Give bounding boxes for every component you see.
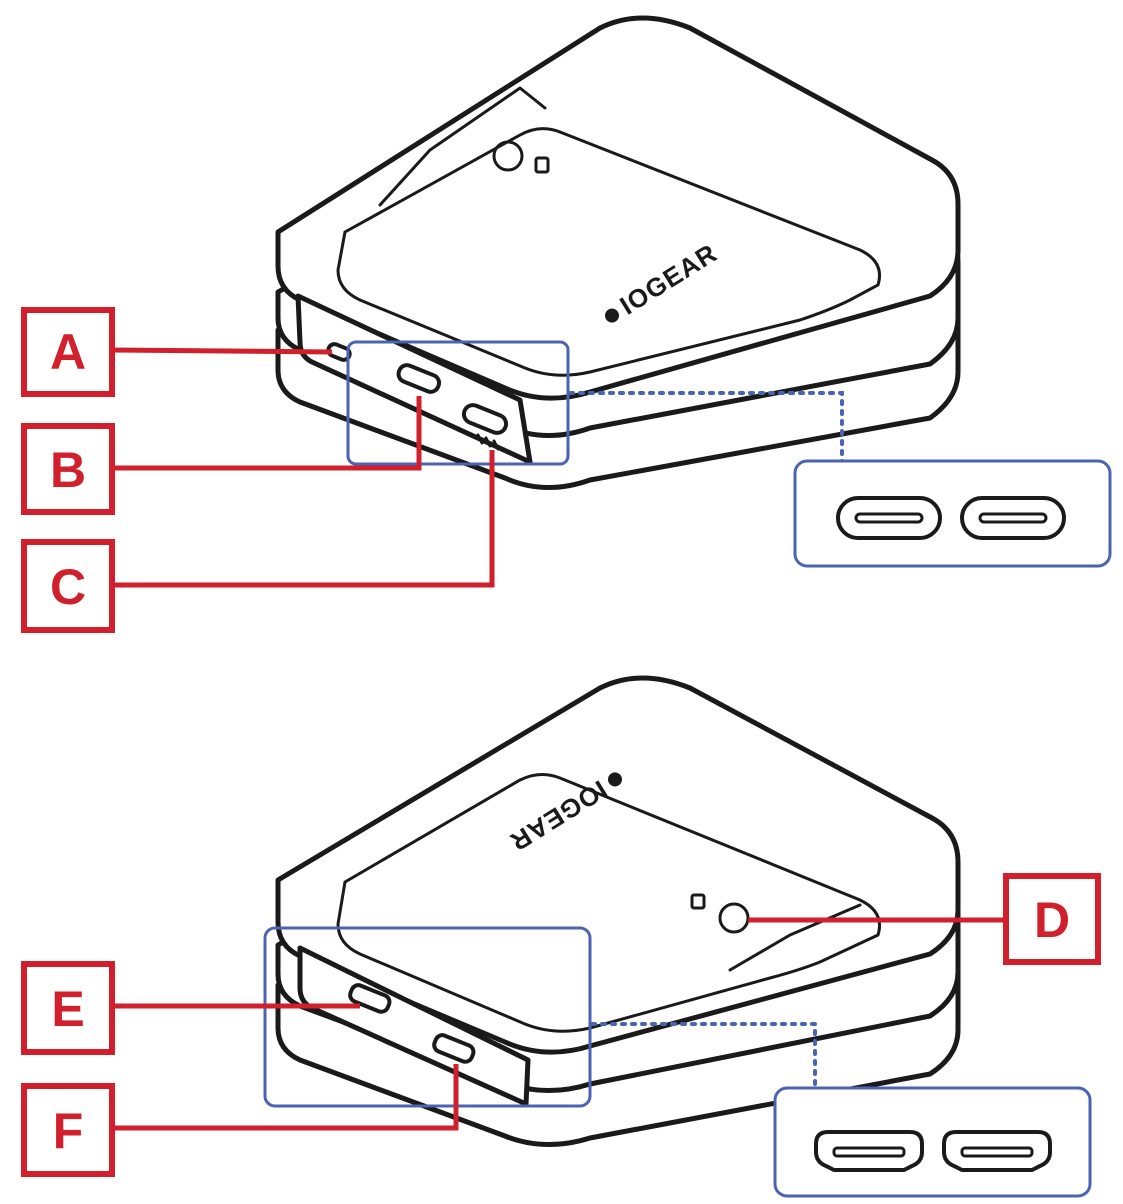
callout-d: D bbox=[748, 873, 1101, 965]
top-zoom-leader bbox=[568, 391, 844, 464]
callout-e: E bbox=[21, 961, 360, 1055]
hdmi-port-tongue bbox=[832, 1146, 906, 1158]
top-device-panel bbox=[336, 127, 881, 377]
usb-c-port-icon bbox=[836, 496, 942, 540]
bottom-device: IOGEAR bbox=[275, 675, 961, 1147]
port-e bbox=[348, 983, 392, 1014]
top-device: IOGEAR bbox=[275, 15, 961, 490]
callout-d-label: D bbox=[1034, 892, 1070, 948]
hdmi-port-tongue bbox=[960, 1146, 1034, 1158]
callout-f: F bbox=[21, 1064, 459, 1177]
top-zoom-frame bbox=[346, 340, 570, 466]
bottom-device-notch bbox=[728, 903, 862, 972]
callout-b: B bbox=[21, 396, 422, 515]
top-inset-ports bbox=[836, 496, 1066, 540]
callout-a-label: A bbox=[50, 324, 86, 380]
port-c-vent-icon bbox=[476, 433, 500, 451]
port-f bbox=[432, 1033, 476, 1064]
power-button-icon bbox=[690, 893, 706, 910]
top-status-light bbox=[492, 140, 524, 172]
usb-c-port-tongue bbox=[854, 512, 924, 524]
callout-c-label: C bbox=[50, 559, 86, 615]
top-brand-logo-icon bbox=[605, 308, 620, 323]
callout-f-box bbox=[21, 1083, 115, 1177]
callout-e-box bbox=[21, 961, 115, 1055]
hdmi-port-icon bbox=[942, 1130, 1052, 1172]
callout-d-box bbox=[1003, 873, 1101, 965]
callout-a-line bbox=[111, 347, 333, 355]
callout-c-box bbox=[21, 539, 115, 633]
usb-c-port-icon bbox=[960, 496, 1066, 540]
top-device-notch bbox=[378, 86, 547, 207]
callout-b-label: B bbox=[50, 442, 86, 498]
top-status-icon bbox=[534, 156, 550, 174]
hdmi-port-icon bbox=[814, 1130, 924, 1172]
port-b bbox=[396, 363, 442, 394]
callout-f-label: F bbox=[53, 1103, 84, 1159]
callout-f-line bbox=[112, 1064, 459, 1131]
callout-b-line bbox=[112, 396, 422, 471]
callout-c-line bbox=[112, 450, 495, 588]
bottom-device-panel bbox=[336, 773, 881, 1033]
callout-a-box bbox=[21, 307, 115, 397]
bottom-zoom-frame bbox=[263, 926, 592, 1108]
callout-c: C bbox=[21, 450, 495, 633]
bottom-brand-logo-icon bbox=[607, 772, 622, 787]
callout-e-label: E bbox=[51, 981, 84, 1037]
bottom-inset-ports bbox=[814, 1130, 1052, 1172]
callout-a: A bbox=[21, 307, 333, 397]
callout-b-box bbox=[21, 423, 115, 515]
usb-c-port-tongue bbox=[978, 512, 1048, 524]
bottom-zoom-leader bbox=[590, 1022, 817, 1090]
port-c bbox=[461, 403, 509, 435]
